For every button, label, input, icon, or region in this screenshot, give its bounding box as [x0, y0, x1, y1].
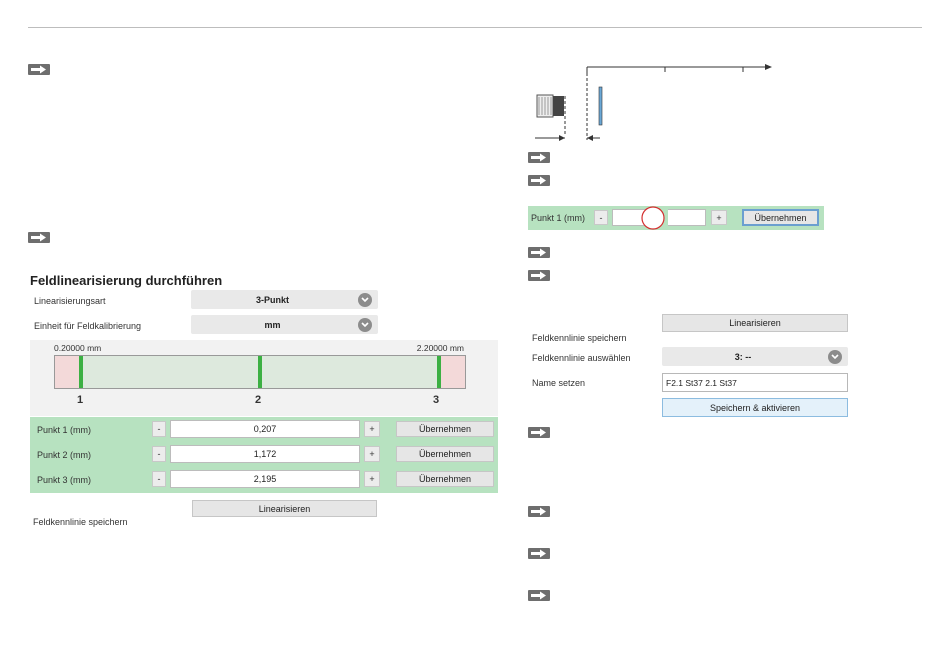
point-3-minus-button[interactable]: - [152, 471, 166, 487]
calibration-marker-1[interactable] [79, 356, 83, 388]
point-1-minus-button[interactable]: - [152, 421, 166, 437]
save-activate-button[interactable]: Speichern & aktivieren [662, 398, 848, 417]
range-start-zone [55, 356, 80, 388]
point-2-minus-button[interactable]: - [152, 446, 166, 462]
point-number-1: 1 [77, 394, 84, 406]
sensor-icon [535, 64, 772, 141]
section-title: Feldlinearisierung durchführen [30, 273, 223, 288]
excerpt-point-input-tail[interactable] [668, 209, 706, 226]
calibration-panel: 0.20000 mm 2.20000 mm 1 2 3 [30, 340, 498, 416]
arrow-right-icon [528, 247, 550, 258]
arrow-right-icon [28, 232, 50, 243]
arrow-right-icon [528, 270, 550, 281]
select-curve-label: Feldkennlinie auswählen [532, 353, 631, 363]
einheit-value: mm [264, 319, 281, 330]
highlight-circle-icon [641, 206, 665, 230]
point-2-plus-button[interactable]: + [364, 446, 380, 462]
right-save-curve-label: Feldkennlinie speichern [532, 333, 627, 343]
point-3-plus-button[interactable]: + [364, 471, 380, 487]
range-min-label: 0.20000 mm [54, 343, 102, 353]
point-3-apply-button[interactable]: Übernehmen [396, 471, 494, 487]
point-2-input[interactable]: 1,172 [170, 445, 360, 463]
range-max-label: 2.20000 mm [416, 343, 464, 353]
right-linearize-button[interactable]: Linearisieren [662, 314, 848, 332]
chevron-down-icon [358, 317, 372, 332]
calibration-marker-3[interactable] [437, 356, 441, 388]
calibration-bar [54, 355, 466, 389]
range-end-zone [439, 356, 465, 388]
arrow-right-icon [528, 427, 550, 438]
select-curve-value: 3: -- [734, 351, 752, 362]
excerpt-point-label: Punkt 1 (mm) [531, 213, 586, 223]
excerpt-plus-button[interactable]: + [711, 210, 727, 225]
einheit-label: Einheit für Feldkalibrierung [34, 321, 142, 331]
linearisierungsart-value: 3-Punkt [255, 294, 289, 305]
excerpt-apply-button[interactable]: Übernehmen [742, 209, 819, 226]
select-curve-dropdown[interactable]: 3: -- [662, 347, 848, 366]
point-2-label: Punkt 2 (mm) [37, 450, 92, 460]
arrow-right-icon [528, 152, 550, 163]
name-input[interactable]: F2.1 St37 2.1 St37 [662, 373, 848, 392]
calibration-marker-2[interactable] [258, 356, 262, 388]
point-2-apply-button[interactable]: Übernehmen [396, 446, 494, 462]
arrow-right-icon [528, 548, 550, 559]
point-1-apply-button[interactable]: Übernehmen [396, 421, 494, 437]
point-1-plus-button[interactable]: + [364, 421, 380, 437]
chevron-down-icon [828, 349, 842, 364]
point-3-label: Punkt 3 (mm) [37, 475, 92, 485]
top-divider [28, 27, 922, 28]
arrow-right-icon [28, 64, 50, 75]
save-curve-label: Feldkennlinie speichern [33, 517, 128, 527]
arrow-right-icon [528, 590, 550, 601]
linearisierungsart-label: Linearisierungsart [34, 296, 106, 306]
einheit-select[interactable]: mm [191, 315, 378, 334]
point-1-label: Punkt 1 (mm) [37, 425, 92, 435]
arrow-right-icon [528, 175, 550, 186]
points-panel: Punkt 1 (mm) - 0,207 + Übernehmen Punkt … [30, 417, 498, 493]
point-1-input[interactable]: 0,207 [170, 420, 360, 438]
name-label: Name setzen [532, 378, 586, 388]
point-number-3: 3 [433, 394, 440, 406]
arrow-right-icon [528, 506, 550, 517]
chevron-down-icon [358, 292, 372, 307]
punkt-row-excerpt: Punkt 1 (mm) - + Übernehmen [528, 206, 824, 230]
linearize-button[interactable]: Linearisieren [192, 500, 377, 517]
linearisierungsart-select[interactable]: 3-Punkt [191, 290, 378, 309]
point-3-input[interactable]: 2,195 [170, 470, 360, 488]
excerpt-minus-button[interactable]: - [594, 210, 608, 225]
point-number-2: 2 [255, 394, 262, 406]
